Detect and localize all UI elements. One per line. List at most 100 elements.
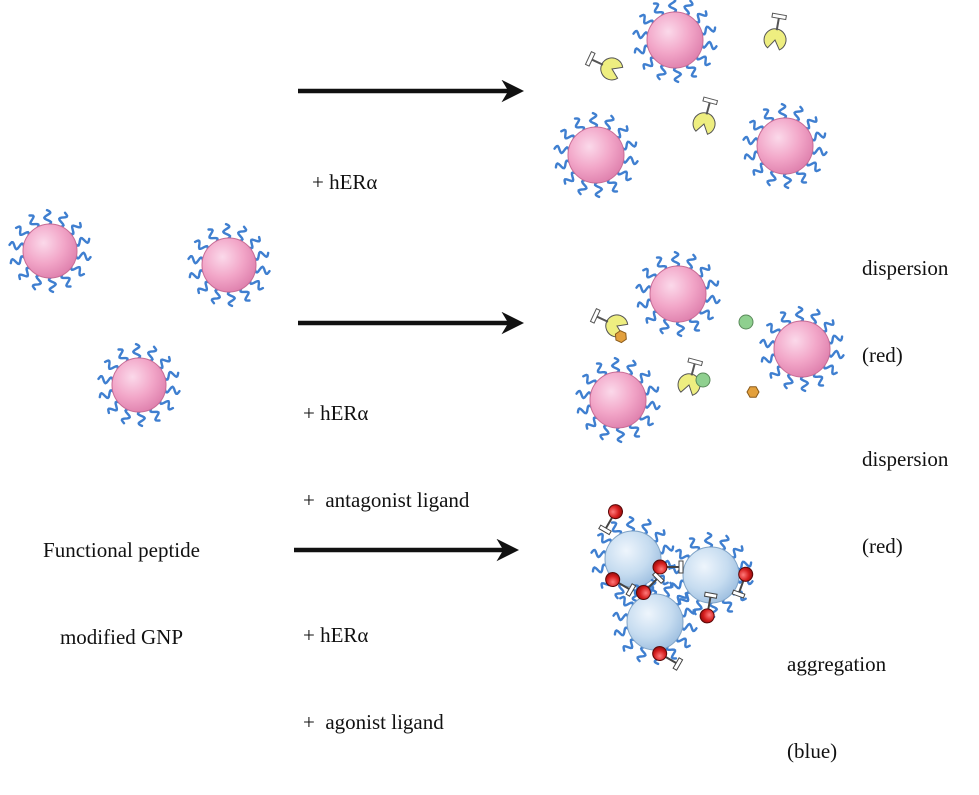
peptide-chain	[652, 2, 665, 18]
peptide-chain	[563, 171, 578, 185]
row1-result: dispersion (red)	[862, 196, 948, 399]
row3-agonist-receptor-6	[652, 646, 684, 671]
peptide-chain	[803, 116, 818, 130]
receptor-stalk	[596, 315, 609, 323]
peptide-chain	[729, 545, 744, 559]
peptide-chain	[683, 0, 694, 17]
peptide-chain	[700, 40, 718, 51]
row2-result-line-1: dispersion	[862, 447, 949, 471]
peptide-chain	[641, 518, 652, 536]
peptide-chain	[590, 548, 608, 559]
peptide-chain	[636, 298, 654, 309]
receptor-anchor	[702, 96, 719, 106]
peptide-chain	[582, 373, 598, 386]
peptide-chain	[158, 398, 175, 411]
peptide-chain	[675, 636, 691, 649]
peptide-chain	[614, 125, 629, 139]
start-gnp-1	[8, 208, 92, 294]
peptide-chain	[131, 342, 142, 361]
peptide-chain	[573, 117, 586, 133]
row3-condition-line-2: + agonist ligand	[303, 710, 444, 734]
row1-condition: + hERα	[312, 110, 377, 226]
peptide-chain	[636, 370, 651, 384]
peptide-chain	[703, 294, 721, 305]
peptide-chain	[686, 253, 697, 271]
peptide-chain	[69, 264, 86, 277]
agonist-bound-receptor	[652, 646, 668, 661]
receptor-anchor	[625, 583, 637, 597]
receptor-anchor	[598, 524, 612, 536]
peptide-chain	[616, 169, 632, 182]
peptide-chain	[597, 532, 613, 545]
receptor-pacman	[600, 57, 624, 81]
row3-result-line-2: (blue)	[787, 739, 838, 763]
peptide-chain	[643, 400, 661, 411]
peptide-chain	[554, 159, 572, 170]
peptide-chain	[47, 275, 58, 294]
receptor-pacman	[763, 28, 787, 51]
peptide-chain	[252, 250, 270, 261]
peptide-chain	[120, 408, 131, 425]
peptide-chain	[591, 563, 609, 574]
gold-nanoparticle-core	[756, 117, 814, 175]
peptide-chain	[197, 280, 212, 295]
starting-label-line-1: Functional peptide	[43, 538, 200, 562]
peptide-chain	[136, 409, 147, 428]
receptor-anchor	[771, 12, 787, 21]
row3-condition-line-1: + hERα	[303, 623, 369, 647]
row1-gnp-2	[553, 111, 639, 199]
peptide-chain	[655, 256, 668, 272]
peptide-chain	[193, 239, 210, 252]
peptide-chain	[642, 385, 660, 396]
peptide-chain	[670, 250, 681, 269]
peptide-chain	[614, 582, 625, 600]
starting-label-line-2: modified GNP	[59, 625, 184, 649]
peptide-chain	[560, 128, 576, 141]
receptor-stalk	[775, 18, 780, 31]
peptide-chain	[239, 286, 251, 302]
row3-condition: + hERα + agonist ligand	[303, 563, 444, 766]
peptide-chain	[613, 626, 631, 637]
peptide-chain	[606, 177, 619, 193]
row3-gnp-2	[668, 531, 754, 619]
peptide-chain	[719, 534, 730, 552]
peptide-chain	[685, 62, 698, 78]
peptide-chain	[810, 146, 828, 157]
free-ligand	[738, 314, 754, 330]
gold-nanoparticle-core	[567, 126, 625, 184]
peptide-chain	[766, 169, 777, 187]
peptide-chain	[221, 222, 232, 241]
gold-nanoparticle-core	[589, 371, 647, 429]
peptide-chain	[610, 521, 623, 537]
peptide-chain	[783, 372, 794, 390]
peptide-chain	[822, 363, 838, 376]
peptide-chain	[688, 537, 701, 553]
peptide-chain	[688, 316, 701, 332]
peptide-chain	[782, 171, 793, 190]
row2-result: dispersion (red)	[862, 387, 948, 590]
peptide-chain	[628, 422, 641, 438]
receptor-stalk	[690, 363, 696, 376]
peptide-chain	[595, 362, 608, 378]
peptide-chain	[237, 225, 248, 242]
peptide-chain	[820, 319, 835, 333]
peptide-chain	[74, 251, 92, 261]
row2-antagonist-receptor	[589, 308, 629, 344]
peptide-chain	[553, 144, 571, 155]
peptide-chain	[735, 560, 753, 571]
peptide-chain	[696, 264, 711, 278]
peptide-chain	[593, 180, 604, 199]
receptor-anchor	[731, 589, 746, 599]
peptide-chain	[188, 269, 206, 280]
row2-gnp-2	[575, 356, 661, 444]
peptide-chain	[812, 371, 825, 387]
peptide-chain	[18, 266, 33, 281]
peptide-chain	[621, 155, 639, 166]
peptide-chain	[702, 279, 720, 290]
peptide-chain	[657, 544, 675, 555]
peptide-chain	[149, 406, 161, 422]
row2-free-receptor	[677, 357, 704, 396]
peptide-chain	[794, 305, 805, 324]
peptide-chain	[766, 322, 782, 335]
peptide-chain	[619, 595, 635, 608]
